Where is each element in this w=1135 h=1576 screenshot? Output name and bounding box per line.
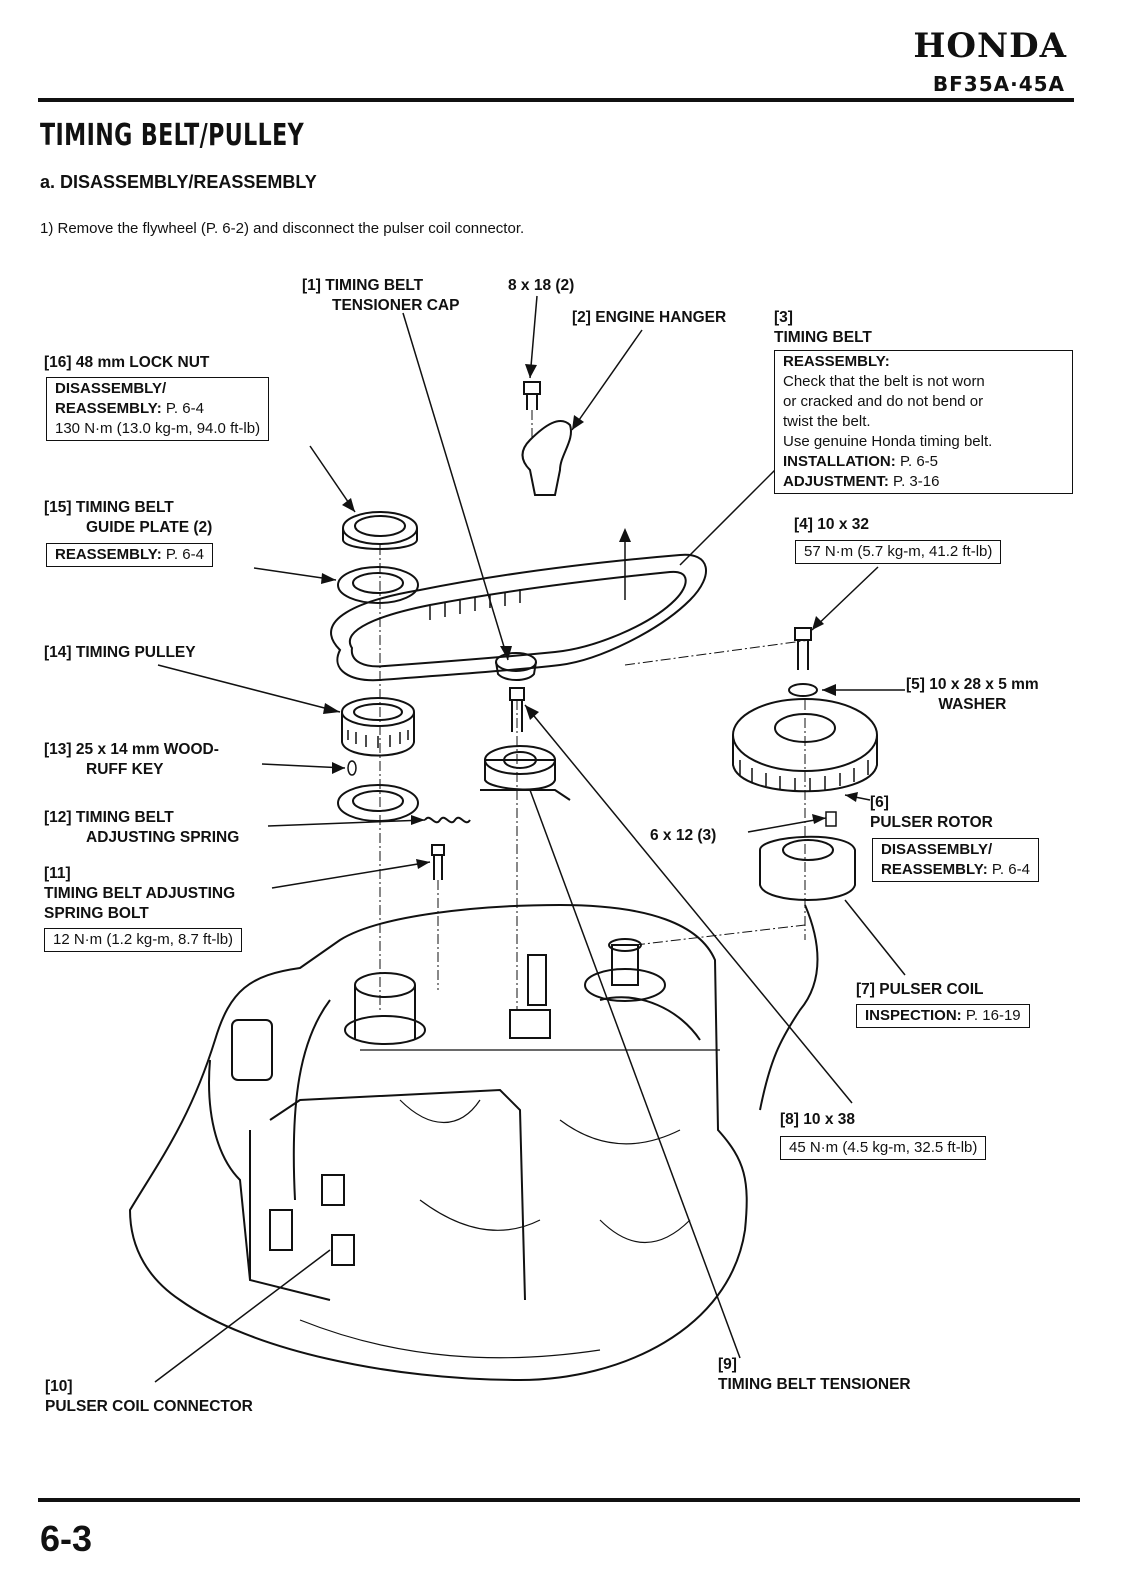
callout-7: [7] PULSER COIL (856, 981, 984, 998)
callout-9: [9] TIMING BELT TENSIONER (718, 1356, 911, 1393)
callout-5: [5] 10 x 28 x 5 mm WASHER (906, 676, 1039, 713)
instruction-step-1: 1) Remove the flywheel (P. 6-2) and disc… (40, 220, 525, 237)
brand-logo: HONDA (913, 26, 1067, 66)
pulser-rotor-box: DISASSEMBLY/ REASSEMBLY: P. 6-4 (872, 838, 1039, 882)
engine-hanger (521, 420, 573, 496)
torque-box-4: 57 N·m (5.7 kg-m, 41.2 ft-lb) (795, 540, 1002, 564)
section-subtitle: a. DISASSEMBLY/REASSEMBLY (40, 172, 317, 192)
callout-4: [4] 10 x 32 (794, 516, 869, 533)
model-number: BF35A·45A (932, 72, 1065, 96)
callout-6: [6] PULSER ROTOR (870, 794, 993, 831)
header-rule (38, 98, 1074, 102)
torque-box-8: 45 N·m (4.5 kg-m, 32.5 ft-lb) (780, 1136, 987, 1160)
callout-11: [11] TIMING BELT ADJUSTING SPRING BOLT (44, 865, 236, 922)
guide-plate-box: REASSEMBLY: P. 6-4 (46, 543, 213, 567)
torque-box-11: 12 N·m (1.2 kg-m, 8.7 ft-lb) (44, 928, 243, 952)
pulser-coil-box: INSPECTION: P. 16-19 (856, 1004, 1030, 1028)
timing-belt-outer (330, 553, 707, 682)
callout-10: [10] PULSER COIL CONNECTOR (45, 1378, 253, 1415)
callout-16: [16] 48 mm LOCK NUT (44, 354, 210, 371)
callout-3: [3] TIMING BELT (774, 309, 872, 346)
timing-belt-note-box: REASSEMBLY: Check that the belt is not w… (774, 350, 1073, 494)
callout-8: [8] 10 x 38 (780, 1111, 855, 1128)
callout-12: [12] TIMING BELT ADJUSTING SPRING (44, 809, 240, 846)
engine-block-outline (128, 903, 748, 1382)
page-title: TIMING BELT/PULLEY (40, 118, 305, 153)
lock-nut-box: DISASSEMBLY/ REASSEMBLY: P. 6-4 130 N·m … (46, 377, 270, 441)
callout-1: [1] TIMING BELT TENSIONER CAP (302, 277, 460, 314)
callout-2: [2] ENGINE HANGER (572, 309, 727, 326)
callout-13: [13] 25 x 14 mm WOOD- RUFF KEY (44, 741, 219, 778)
page-number: 6-3 (40, 1518, 93, 1559)
footer-rule (38, 1498, 1080, 1502)
callout-14: [14] TIMING PULLEY (44, 644, 196, 661)
callout-15: [15] TIMING BELT GUIDE PLATE (2) (44, 499, 213, 536)
bolt-6x12-label: 6 x 12 (3) (650, 827, 717, 844)
bolt-8x18-label: 8 x 18 (2) (508, 277, 575, 294)
